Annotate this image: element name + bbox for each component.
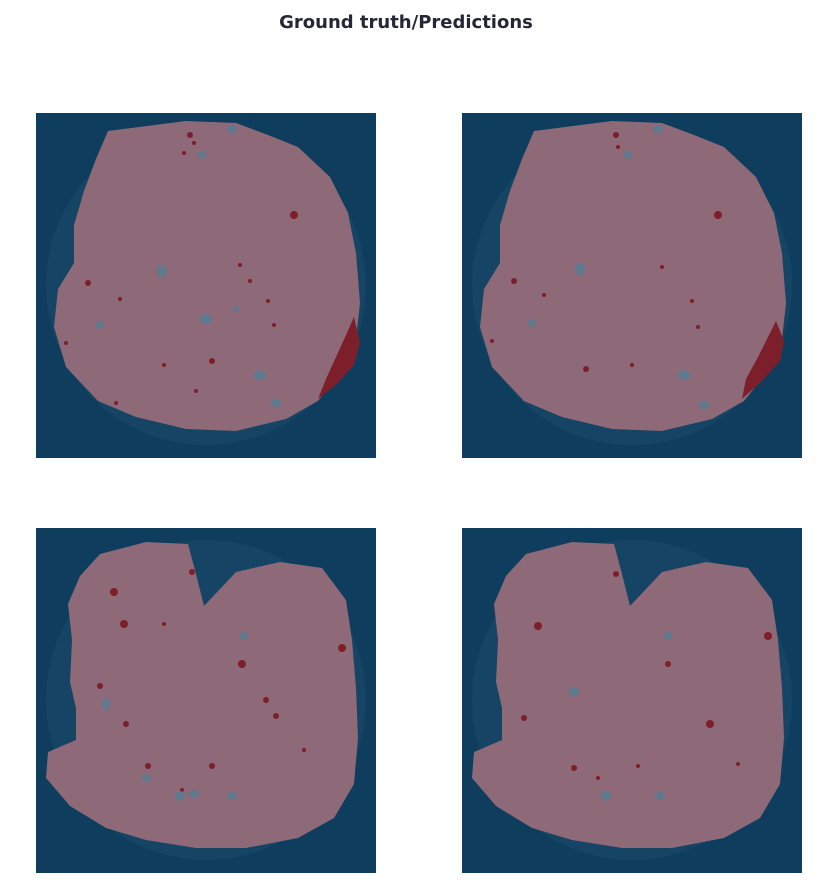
ground-truth-image-1 (36, 113, 376, 458)
prediction-image-1 (462, 113, 802, 458)
segmentation-overlay-4 (462, 528, 802, 873)
tissue-region (472, 542, 784, 848)
segmentation-overlay-1 (36, 113, 376, 458)
ground-truth-image-2 (36, 528, 376, 873)
tissue-region (54, 121, 360, 431)
segmentation-overlay-2 (462, 113, 802, 458)
tissue-region (46, 542, 358, 848)
segmentation-overlay-3 (36, 528, 376, 873)
lesion-region (742, 321, 784, 399)
figure-title: Ground truth/Predictions (279, 12, 533, 33)
lesion-region (318, 317, 360, 399)
prediction-image-2 (462, 528, 802, 873)
tissue-region (480, 121, 786, 431)
